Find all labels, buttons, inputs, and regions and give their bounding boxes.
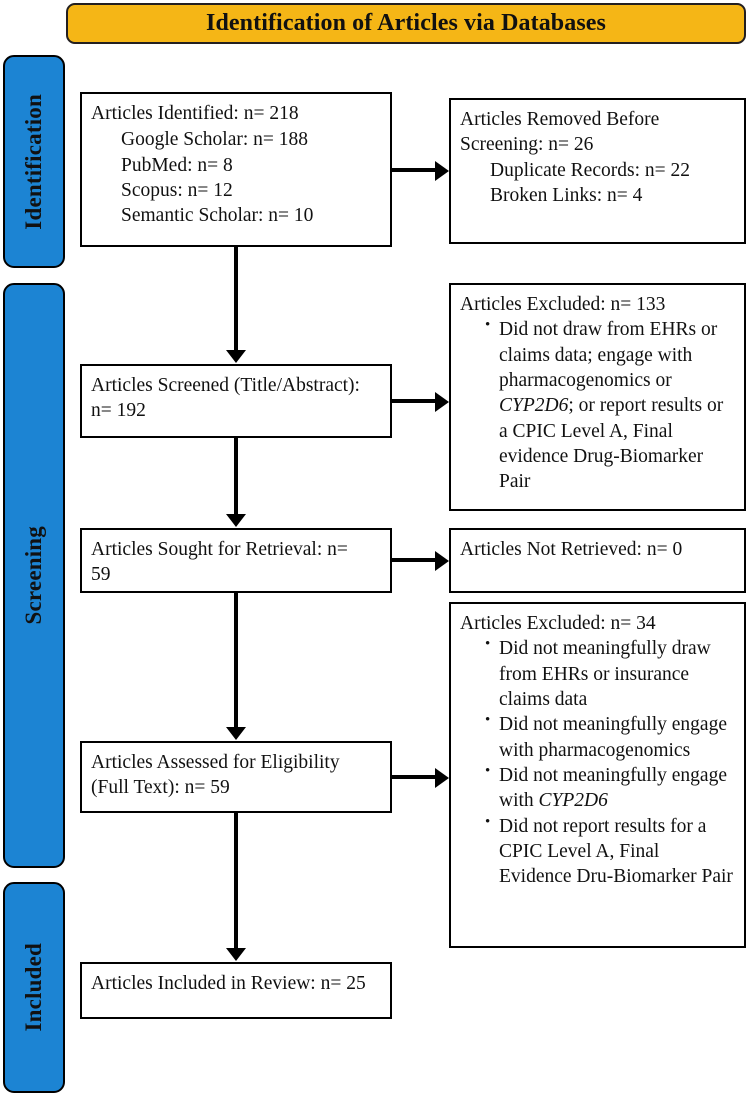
sought-line2: 59 [91, 564, 111, 586]
list-item-text: ; or report results or a CPIC Level A, F… [499, 395, 724, 493]
screened-line2: n= 192 [91, 400, 146, 422]
box-articles-screened: Articles Screened (Title/Abstract): n= 1… [80, 364, 392, 438]
arrowhead-screened-to-sought [226, 514, 246, 527]
arrowhead-sought-to-not-retrieved [435, 551, 449, 571]
assessed-line1: Articles Assessed for Eligibility [91, 752, 340, 773]
box-articles-included-in-review: Articles Included in Review: n= 25 [80, 962, 392, 1019]
arrowhead-assessed-to-included [226, 948, 246, 961]
connector-sought-to-assessed [234, 593, 238, 729]
assessed-line2: (Full Text): n= 59 [91, 777, 230, 799]
box-articles-removed-before-screening: Articles Removed Before Screening: n= 26… [449, 98, 746, 244]
stage-label-identification: Identification [21, 93, 46, 230]
gene-name: CYP2D6 [499, 395, 569, 417]
list-item: Did not meaningfully engage with CYP2D6 [485, 762, 735, 814]
list-item-text: Did not report results for a CPIC Level … [499, 815, 733, 888]
list-item: Did not draw from EHRs or claims data; e… [485, 316, 735, 494]
arrowhead-sought-to-assessed [226, 727, 246, 740]
list-item-text: Did not meaningfully draw from EHRs or i… [499, 638, 711, 711]
list-item: Did not meaningfully engage with pharmac… [485, 711, 735, 763]
sought-line1: Articles Sought for Retrieval: n= [91, 539, 348, 560]
list-item-text: Did not draw from EHRs or claims data; e… [499, 319, 718, 392]
stage-label-included: Included [21, 943, 46, 1032]
source-scopus: Scopus: n= 12 [121, 180, 233, 202]
excluded-full-text-heading: Articles Excluded: n= 34 [460, 613, 656, 634]
arrowhead-screened-to-excluded [435, 392, 449, 412]
stage-bar-screening: Screening [3, 283, 65, 868]
arrowhead-identified-to-removed [435, 161, 449, 181]
page-title: Identification of Articles via Databases [206, 10, 606, 36]
screened-line1: Articles Screened (Title/Abstract): [91, 375, 360, 396]
removed-broken-links: Broken Links: n= 4 [490, 185, 643, 207]
included-in-review-text: Articles Included in Review: n= 25 [91, 973, 366, 994]
box-articles-excluded-screening: Articles Excluded: n= 133 Did not draw f… [449, 283, 746, 511]
stage-bar-identification: Identification [3, 55, 65, 268]
list-item-text: Did not meaningfully engage with pharmac… [499, 714, 727, 761]
not-retrieved-text: Articles Not Retrieved: n= 0 [460, 539, 683, 560]
removed-heading-line2: Screening: n= 26 [460, 134, 594, 156]
box-articles-excluded-full-text: Articles Excluded: n= 34 Did not meaning… [449, 602, 746, 948]
connector-sought-to-not-retrieved [392, 558, 437, 562]
excluded-screening-heading: Articles Excluded: n= 133 [460, 294, 666, 315]
connector-identified-to-removed [392, 168, 437, 172]
list-item-text: Did not meaningfully engage with [499, 765, 727, 812]
connector-screened-to-sought [234, 438, 238, 516]
list-item: Did not report results for a CPIC Level … [485, 813, 735, 890]
excluded-full-text-reason-list: Did not meaningfully draw from EHRs or i… [460, 635, 735, 890]
removed-heading-line1: Articles Removed Before [460, 109, 660, 130]
source-google-scholar: Google Scholar: n= 188 [121, 129, 309, 151]
excluded-screening-reason-list: Did not draw from EHRs or claims data; e… [460, 316, 735, 494]
stage-label-screening: Screening [21, 526, 46, 625]
diagram-header-banner: Identification of Articles via Databases [66, 3, 746, 44]
connector-identified-to-screened [234, 247, 238, 352]
list-item: Did not meaningfully draw from EHRs or i… [485, 635, 735, 712]
box-articles-sought-for-retrieval: Articles Sought for Retrieval: n= 59 [80, 528, 392, 593]
connector-assessed-to-excluded-full [392, 775, 437, 779]
source-pubmed: PubMed: n= 8 [121, 154, 233, 176]
box-articles-identified: Articles Identified: n= 218 Google Schol… [80, 92, 392, 247]
box-articles-not-retrieved: Articles Not Retrieved: n= 0 [449, 528, 746, 593]
gene-name: CYP2D6 [538, 790, 608, 812]
connector-assessed-to-included [234, 813, 238, 950]
connector-screened-to-excluded [392, 399, 437, 403]
stage-bar-included: Included [3, 882, 65, 1093]
arrowhead-assessed-to-excluded-full [435, 768, 449, 788]
source-semantic-scholar: Semantic Scholar: n= 10 [121, 205, 314, 227]
arrowhead-identified-to-screened [226, 350, 246, 363]
removed-duplicate-records: Duplicate Records: n= 22 [490, 159, 690, 181]
articles-identified-heading: Articles Identified: n= 218 [91, 103, 299, 124]
box-articles-assessed-for-eligibility: Articles Assessed for Eligibility (Full … [80, 741, 392, 813]
